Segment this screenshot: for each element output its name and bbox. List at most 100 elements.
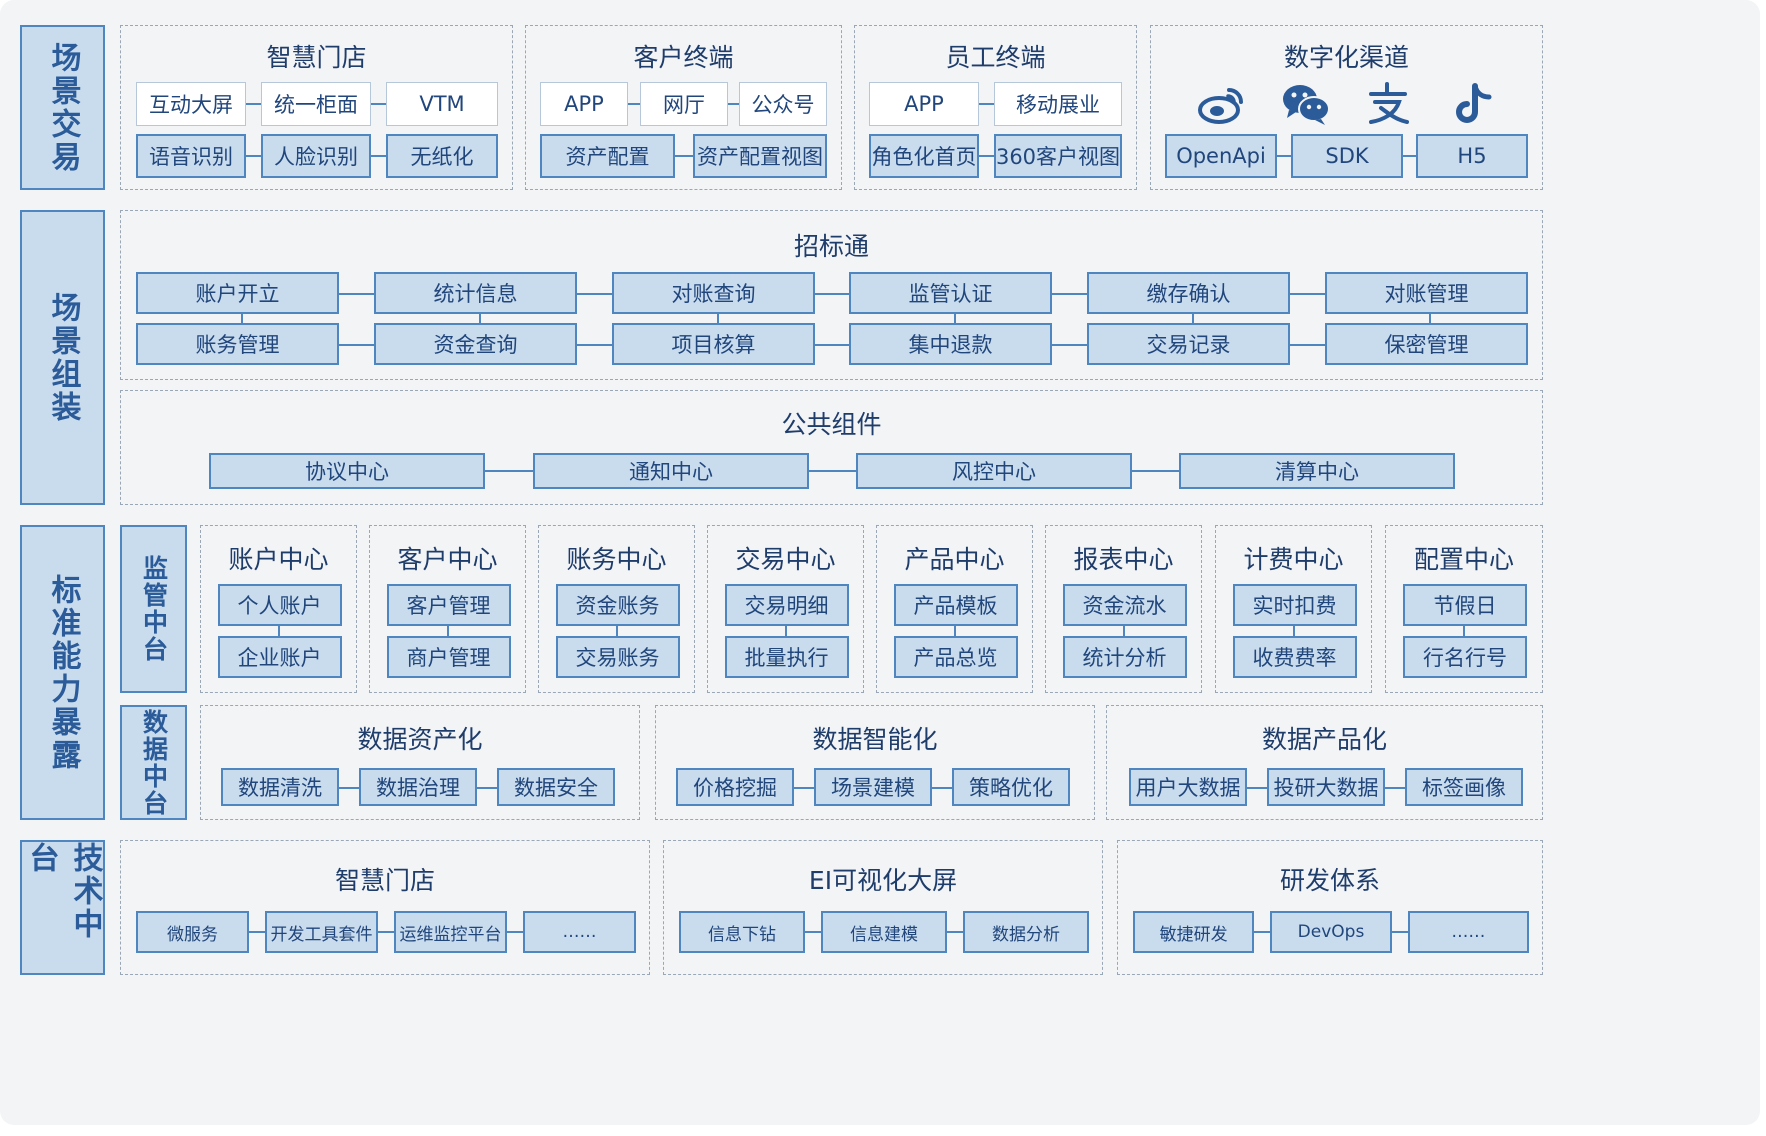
data-group-item[interactable]: 数据安全 (497, 768, 615, 806)
box-central-refund[interactable]: 集中退款 (849, 323, 1052, 365)
row-label-std-capability: 标准能力暴露 (20, 525, 105, 820)
center-item[interactable]: 商户管理 (386, 636, 511, 678)
box-paperless[interactable]: 无纸化 (386, 134, 498, 178)
center-section: 交易中心交易明细批量执行 (707, 525, 864, 693)
tech-group-title: EI可视化大屏 (808, 866, 958, 895)
box-face-recognition[interactable]: 人脸识别 (261, 134, 371, 178)
box-official-account[interactable]: 公众号 (739, 82, 827, 126)
box-protocol-center[interactable]: 协议中心 (209, 453, 485, 489)
center-connector (278, 626, 280, 640)
section-digital-channel: 数字化渠道 (1150, 25, 1543, 190)
box-regulatory-cert[interactable]: 监管认证 (849, 272, 1052, 314)
box-transaction-record[interactable]: 交易记录 (1087, 323, 1290, 365)
center-item[interactable]: 资金账务 (555, 584, 680, 626)
center-connector (1293, 626, 1295, 640)
box-statistics-info[interactable]: 统计信息 (374, 272, 577, 314)
data-group-item[interactable]: 数据清洗 (221, 768, 339, 806)
box-h5[interactable]: H5 (1416, 134, 1528, 178)
section-customer-terminal: 客户终端 APP 网厅 公众号 资产配置 资产配置视图 (525, 25, 842, 190)
box-web-hall[interactable]: 网厅 (640, 82, 728, 126)
center-connector (1123, 626, 1125, 640)
box-project-accounting[interactable]: 项目核算 (612, 323, 815, 365)
tech-group-item[interactable]: 开发工具套件 (265, 911, 378, 953)
data-group-item[interactable]: 标签画像 (1405, 768, 1523, 806)
box-vtm[interactable]: VTM (386, 82, 498, 126)
tech-group-item[interactable]: 数据分析 (963, 911, 1089, 953)
section-public-components: 公共组件 协议中心 通知中心 风控中心 清算中心 (120, 390, 1543, 505)
box-fund-query[interactable]: 资金查询 (374, 323, 577, 365)
box-accounting-manage[interactable]: 账务管理 (136, 323, 339, 365)
data-group-item[interactable]: 投研大数据 (1267, 768, 1385, 806)
box-customer-app[interactable]: APP (540, 82, 628, 126)
center-item[interactable]: 节假日 (1403, 584, 1527, 626)
center-item[interactable]: 统计分析 (1062, 636, 1187, 678)
box-asset-allocation[interactable]: 资产配置 (540, 134, 675, 178)
center-item[interactable]: 产品模板 (893, 584, 1018, 626)
center-item[interactable]: 收费费率 (1232, 636, 1357, 678)
center-item[interactable]: 个人账户 (217, 584, 342, 626)
data-group-section: 数据智能化价格挖掘场景建模策略优化 (655, 705, 1095, 820)
section-title: 招标通 (793, 232, 869, 261)
box-openapi[interactable]: OpenApi (1165, 134, 1277, 178)
wechat-icon[interactable] (1281, 82, 1331, 126)
box-risk-center[interactable]: 风控中心 (856, 453, 1132, 489)
tech-group-item[interactable]: 运维监控平台 (394, 911, 507, 953)
box-unified-counter[interactable]: 统一柜面 (261, 82, 371, 126)
tiktok-icon[interactable] (1453, 82, 1493, 126)
box-role-homepage[interactable]: 角色化首页 (869, 134, 979, 178)
data-group-item[interactable]: 场景建模 (814, 768, 932, 806)
section-staff-terminal: 员工终端 APP 移动展业 角色化首页 360客户视图 (854, 25, 1137, 190)
weibo-icon[interactable] (1197, 84, 1247, 124)
tech-group-item[interactable]: 敏捷研发 (1133, 911, 1255, 953)
data-group-title: 数据产品化 (1261, 725, 1387, 754)
box-reconcile-manage[interactable]: 对账管理 (1325, 272, 1528, 314)
tech-group-item[interactable]: …… (1407, 911, 1529, 953)
center-item[interactable]: 客户管理 (386, 584, 511, 626)
data-group-item[interactable]: 数据治理 (359, 768, 477, 806)
tech-group-item[interactable]: 信息建模 (821, 911, 947, 953)
box-voice-recognition[interactable]: 语音识别 (136, 134, 246, 178)
center-item[interactable]: 资金流水 (1062, 584, 1187, 626)
center-item[interactable]: 产品总览 (893, 636, 1018, 678)
box-account-open[interactable]: 账户开立 (136, 272, 339, 314)
tech-group-item[interactable]: 微服务 (136, 911, 249, 953)
center-title: 账户中心 (228, 545, 329, 574)
tech-group-item[interactable]: …… (523, 911, 636, 953)
center-item[interactable]: 实时扣费 (1232, 584, 1357, 626)
data-group-item[interactable]: 策略优化 (952, 768, 1070, 806)
center-item[interactable]: 企业账户 (217, 636, 342, 678)
center-item[interactable]: 批量执行 (724, 636, 849, 678)
box-staff-app[interactable]: APP (869, 82, 979, 126)
center-section: 账务中心资金账务交易账务 (538, 525, 695, 693)
center-connector (447, 626, 449, 640)
center-connector (616, 626, 618, 640)
data-group-item[interactable]: 用户大数据 (1129, 768, 1247, 806)
center-item[interactable]: 交易账务 (555, 636, 680, 678)
tech-group-connector (244, 931, 528, 933)
box-confidential-manage[interactable]: 保密管理 (1325, 323, 1528, 365)
center-title: 产品中心 (904, 545, 1005, 574)
box-deposit-confirm[interactable]: 缴存确认 (1087, 272, 1290, 314)
tech-group-item[interactable]: 信息下钻 (679, 911, 805, 953)
tech-group-section: EI可视化大屏信息下钻信息建模数据分析 (663, 840, 1103, 975)
alipay-icon[interactable] (1365, 82, 1411, 126)
box-customer-360[interactable]: 360客户视图 (994, 134, 1122, 178)
box-clearing-center[interactable]: 清算中心 (1179, 453, 1455, 489)
tech-group-item[interactable]: DevOps (1270, 911, 1392, 953)
section-smart-store: 智慧门店 互动大屏 统一柜面 VTM 语音识别 人脸识别 无纸化 (120, 25, 513, 190)
box-sdk[interactable]: SDK (1291, 134, 1403, 178)
center-item[interactable]: 交易明细 (724, 584, 849, 626)
box-reconcile-query[interactable]: 对账查询 (612, 272, 815, 314)
box-notification-center[interactable]: 通知中心 (533, 453, 809, 489)
box-mobile-business[interactable]: 移动展业 (994, 82, 1122, 126)
data-group-item[interactable]: 价格挖掘 (676, 768, 794, 806)
center-item[interactable]: 行名行号 (1403, 636, 1527, 678)
box-interactive-screen[interactable]: 互动大屏 (136, 82, 246, 126)
section-title: 员工终端 (945, 43, 1046, 72)
data-group-title: 数据资产化 (357, 725, 483, 754)
box-asset-allocation-view[interactable]: 资产配置视图 (693, 134, 827, 178)
data-group-title: 数据智能化 (812, 725, 938, 754)
center-section: 客户中心客户管理商户管理 (369, 525, 526, 693)
section-title: 公共组件 (781, 410, 882, 439)
